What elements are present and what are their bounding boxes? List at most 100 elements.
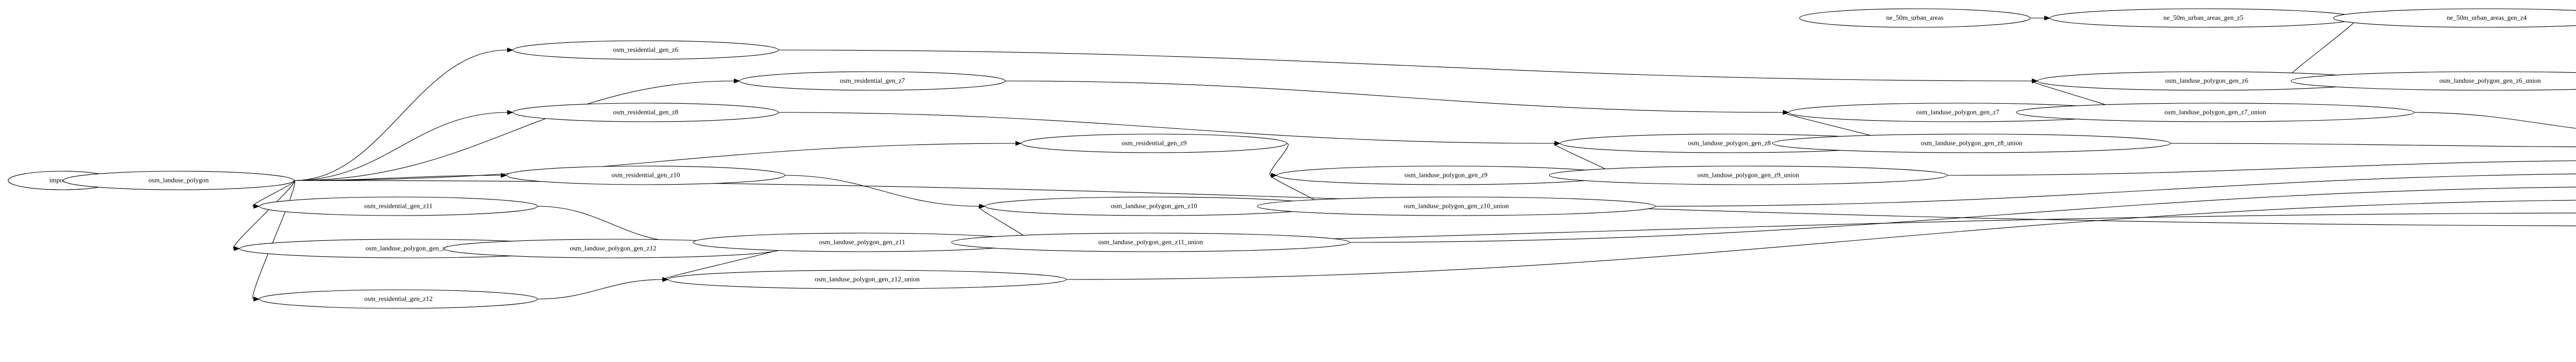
graph-node-osm_residential_gen_z6[interactable]: osm_residential_gen_z6 [513,40,779,60]
node-label: ne_50m_urban_areas_gen_z5 [2163,13,2243,21]
graph-node-osm_landuse_polygon_gen_z7_union[interactable]: osm_landuse_polygon_gen_z7_union [2016,103,2415,122]
node-label: osm_landuse_polygon_gen_z8_union [1921,139,2023,146]
node-ellipse [1772,134,2171,153]
graph-node-osm_landuse_polygon_gen_z10_union[interactable]: osm_landuse_polygon_gen_z10_union [1257,196,1656,216]
graph-edge [537,206,688,243]
node-label: osm_residential_gen_z9 [1122,139,1187,146]
node-ellipse [63,171,295,190]
node-ellipse [2291,71,2576,91]
node-ellipse [1257,196,1656,216]
node-ellipse [513,40,779,60]
node-label: osm_residential_gen_z12 [364,294,433,302]
node-label: osm_residential_gen_z10 [612,171,680,178]
edge-arrowhead-icon [2044,15,2051,21]
node-label: osm_landuse_polygon_gen_z11_union [1098,238,1204,245]
graph-edge [294,143,1016,181]
node-label: osm_landuse_polygon_gen_z12_union [815,275,920,283]
graph-node-osm_landuse_polygon_gen_z9[interactable]: osm_landuse_polygon_gen_z9 [1276,166,1616,185]
edge-arrowhead-icon [734,78,740,84]
graph-edge [537,279,663,300]
graph-edge [2171,143,2576,147]
graph-edge [1269,143,1289,176]
edge-arrowhead-icon [662,277,669,282]
graph-edge [785,175,979,207]
node-ellipse [259,289,538,309]
node-label: osm_landuse_polygon_gen_z6 [2165,76,2249,84]
edge-arrowhead-icon [1783,110,1789,115]
graph-edge [294,112,507,181]
graph-edge [2284,18,2358,81]
node-ellipse [739,71,1006,91]
edge-arrowhead-icon [2031,78,2039,84]
graph-node-osm_landuse_polygon[interactable]: osm_landuse_polygon [63,171,295,190]
graph-edge [778,112,1555,144]
edge-arrowhead-icon [507,47,514,53]
edge-arrowhead-icon [253,204,260,209]
node-ellipse [2333,8,2576,28]
graph-node-osm_residential_gen_z11[interactable]: osm_residential_gen_z11 [259,196,538,216]
node-ellipse [259,196,538,216]
graph-edge [1066,200,2576,280]
node-label: osm_residential_gen_z11 [364,202,432,209]
graph-edge [2414,112,2576,129]
edge-arrowhead-icon [233,246,241,251]
graph-node-osm_landuse_polygon_gen_z12_union[interactable]: osm_landuse_polygon_gen_z12_union [668,270,1067,289]
graph-node-ne_50m_urban_areas_gen_z4[interactable]: ne_50m_urban_areas_gen_z4 [2333,8,2576,28]
edge-arrowhead-icon [501,173,507,178]
node-ellipse [506,166,785,185]
graph-node-osm_residential_gen_z10[interactable]: osm_residential_gen_z10 [506,166,785,185]
node-label: osm_landuse_polygon_gen_z9 [1404,171,1487,178]
graph-edge [1655,173,2576,207]
graph-node-osm_residential_gen_z7[interactable]: osm_residential_gen_z7 [739,71,1006,91]
node-label: osm_landuse_polygon_gen_z11 [819,238,905,245]
node-label: osm_landuse_polygon_gen_z6_union [2439,76,2541,84]
graph-node-osm_residential_gen_z9[interactable]: osm_residential_gen_z9 [1021,134,1287,153]
node-label: osm_residential_gen_z8 [613,108,678,116]
node-ellipse [2016,103,2415,122]
graph-edge [294,50,507,181]
node-label: ne_50m_urban_areas_gen_z4 [2447,13,2527,21]
node-label: ne_50m_urban_areas [1886,13,1943,21]
edge-arrowhead-icon [507,110,514,115]
node-label: osm_landuse_polygon_gen_z7_union [2164,108,2266,116]
node-label: osm_landuse_polygon_gen_z10 [1111,202,1197,209]
graph-edge [1349,187,2576,243]
node-ellipse [1021,134,1287,153]
graph-node-osm_landuse_polygon_gen_z9_union[interactable]: osm_landuse_polygon_gen_z9_union [1549,166,1948,185]
graph-edge [294,80,734,181]
graph-edge [1947,160,2576,176]
graph-node-osm_residential_gen_z12[interactable]: osm_residential_gen_z12 [259,289,538,309]
graph-edge [252,180,295,300]
edge-arrowhead-icon [979,204,986,209]
edge-arrowhead-icon [1015,141,1022,146]
node-label: osm_residential_gen_z6 [613,45,679,53]
node-label: osm_residential_gen_z7 [840,76,905,84]
node-ellipse [1799,8,2031,28]
node-ellipse [668,270,1067,289]
graph-node-osm_residential_gen_z8[interactable]: osm_residential_gen_z8 [513,103,779,122]
edges-layer [57,15,2576,302]
graph-node-osm_landuse_polygon_gen_z8_union[interactable]: osm_landuse_polygon_gen_z8_union [1772,134,2171,153]
graph-edge [1005,80,1783,113]
node-label: osm_landuse_polygon_gen_z8 [1688,139,1771,146]
graph-node-osm_landuse_polygon_gen_z6[interactable]: osm_landuse_polygon_gen_z6 [2037,71,2377,91]
graph-node-ne_50m_urban_areas[interactable]: ne_50m_urban_areas [1799,8,2031,28]
node-label: osm_landuse_polygon_gen_z13 [366,244,452,252]
node-label: osm_landuse_polygon_gen_z12 [570,244,656,252]
node-label: osm_landuse_polygon [148,176,209,184]
edge-arrowhead-icon [253,297,260,302]
node-label: osm_landuse_polygon_gen_z7 [1916,108,1999,116]
graph-node-osm_landuse_polygon_gen_z6_union[interactable]: osm_landuse_polygon_gen_z6_union [2291,71,2576,91]
edge-arrowhead-icon [1554,141,1561,146]
graph-edge [778,50,2032,81]
node-ellipse [513,103,779,122]
graph-edge [233,180,295,249]
node-ellipse [1549,166,1948,185]
node-ellipse [951,233,1350,252]
graph-node-osm_landuse_polygon_gen_z11_union[interactable]: osm_landuse_polygon_gen_z11_union [951,233,1350,252]
edge-arrowhead-icon [1271,173,1278,178]
graph-node-ne_50m_urban_areas_gen_z5[interactable]: ne_50m_urban_areas_gen_z5 [2049,8,2357,28]
